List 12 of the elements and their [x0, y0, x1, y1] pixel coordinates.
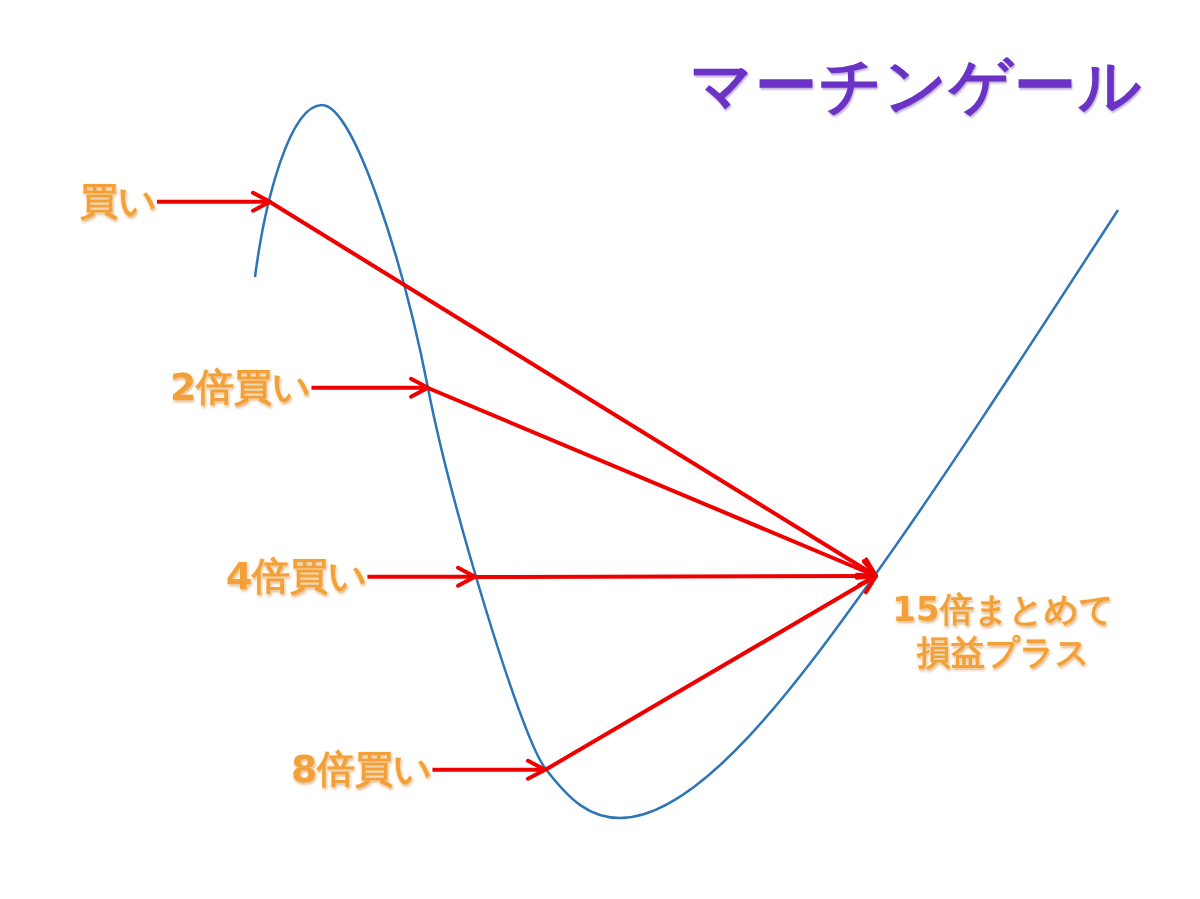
arrow [432, 758, 547, 781]
arrow [544, 574, 878, 772]
entry-label: 4倍買い [226, 553, 368, 601]
entry-label: 8倍買い [291, 746, 433, 794]
arrow [311, 376, 430, 399]
arrow [427, 386, 878, 580]
arrow [157, 190, 272, 213]
diagram-title: マーチンゲール [690, 52, 1143, 121]
entry-label: 買い [80, 178, 157, 226]
entry-label: 2倍買い [170, 364, 312, 412]
result-label: 15倍まとめて損益プラス [876, 576, 1122, 673]
arrow [367, 565, 477, 588]
